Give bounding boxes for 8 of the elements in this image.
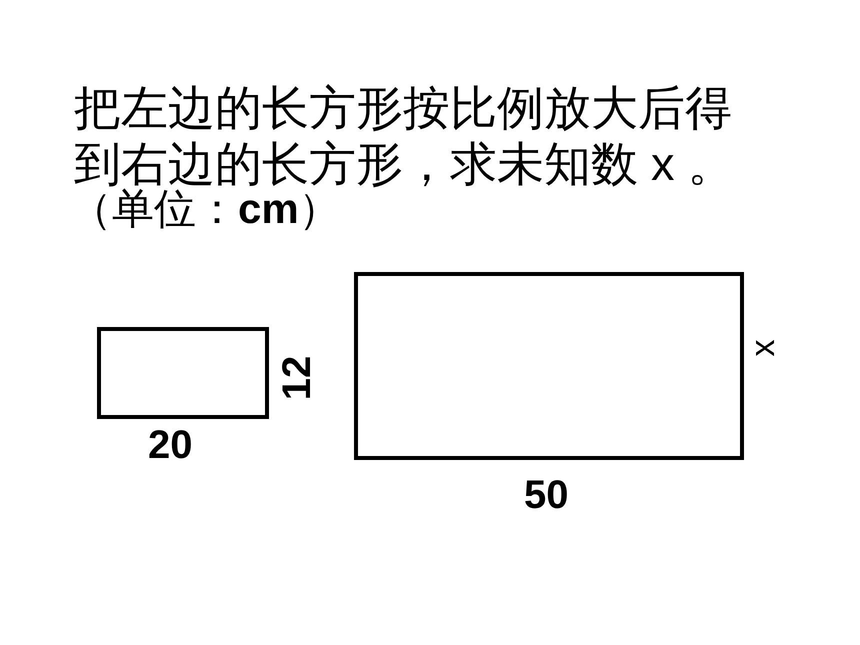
dimension-label: x (746, 340, 780, 356)
problem-text: 把左边的长方形按比例放大后得到右边的长方形，求未知数 x 。 (74, 80, 736, 190)
unit-note: （单位：cm） (70, 188, 341, 230)
dimension-label: 12 (277, 356, 317, 400)
rectangle (97, 327, 269, 419)
rectangle (354, 272, 744, 460)
dimension-label: 50 (524, 475, 568, 515)
dimension-label: 20 (148, 425, 192, 465)
